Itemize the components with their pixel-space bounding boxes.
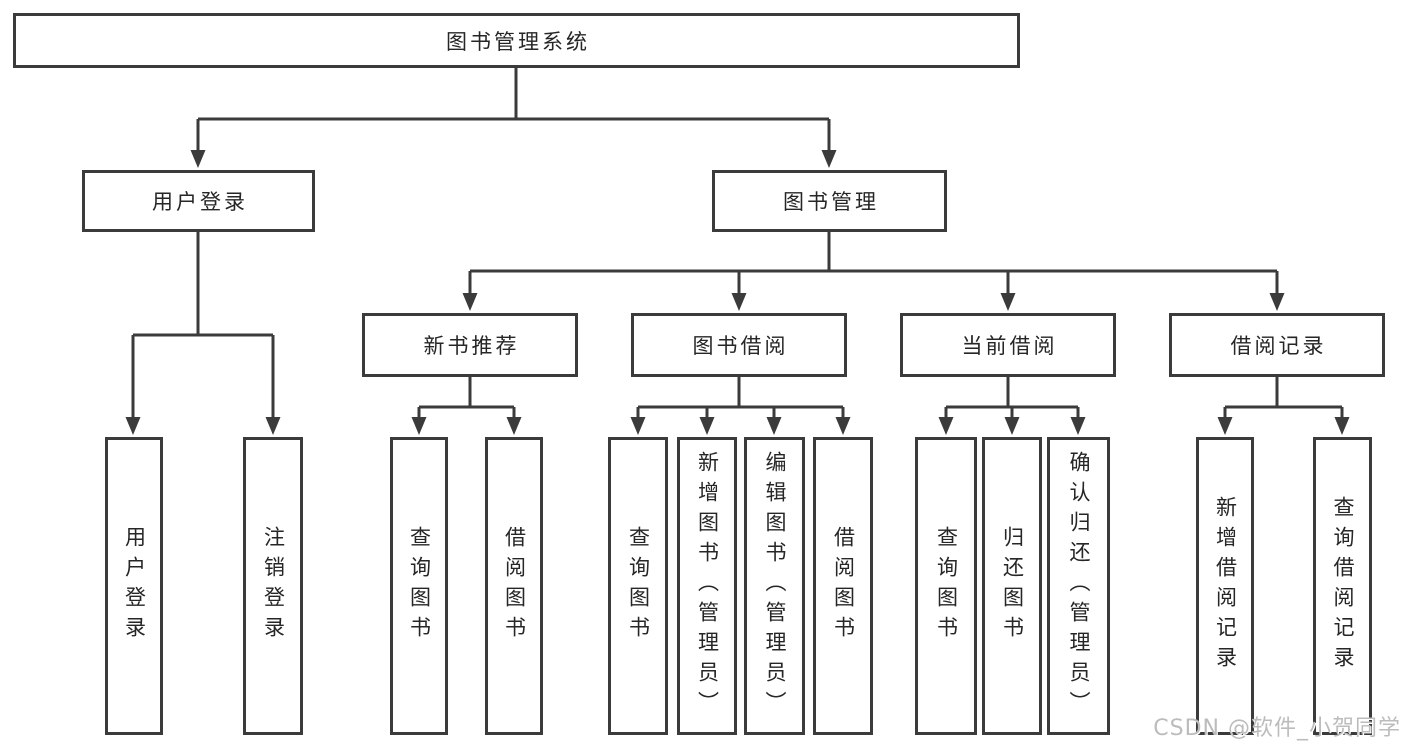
leaf-add-borrow-record: 新增借阅记录	[1196, 437, 1254, 735]
leaf-return-books: 归还图书	[982, 437, 1042, 735]
node-new-book-recommend: 新书推荐	[362, 313, 578, 377]
node-book-management: 图书管理	[712, 170, 947, 232]
leaf-add-books-admin: 新增图书（管理员）	[677, 437, 737, 735]
node-library-management-system: 图书管理系统	[13, 13, 1020, 68]
leaf-current-query-books: 查询图书	[915, 437, 977, 735]
leaf-logout: 注销登录	[243, 437, 303, 735]
node-book-borrowing: 图书借阅	[631, 313, 847, 377]
csdn-watermark: CSDN @软件_小贺同学	[1153, 716, 1401, 741]
tree-edges	[131, 68, 1344, 420]
leaf-recommend-query-books: 查询图书	[390, 437, 448, 735]
leaf-borrowing-borrow-books: 借阅图书	[813, 437, 873, 735]
node-current-borrowing: 当前借阅	[900, 313, 1116, 377]
leaf-borrowing-query-books: 查询图书	[608, 437, 668, 735]
leaf-edit-books-admin: 编辑图书（管理员）	[744, 437, 805, 735]
arrowheads	[125, 150, 1350, 435]
node-user-login: 用户登录	[82, 170, 315, 232]
leaf-user-login: 用户登录	[105, 437, 163, 735]
leaf-confirm-return-admin: 确认归还（管理员）	[1047, 437, 1110, 735]
leaf-query-borrow-record: 查询借阅记录	[1313, 437, 1372, 735]
node-borrowing-records: 借阅记录	[1169, 313, 1385, 377]
leaf-recommend-borrow-books: 借阅图书	[485, 437, 543, 735]
